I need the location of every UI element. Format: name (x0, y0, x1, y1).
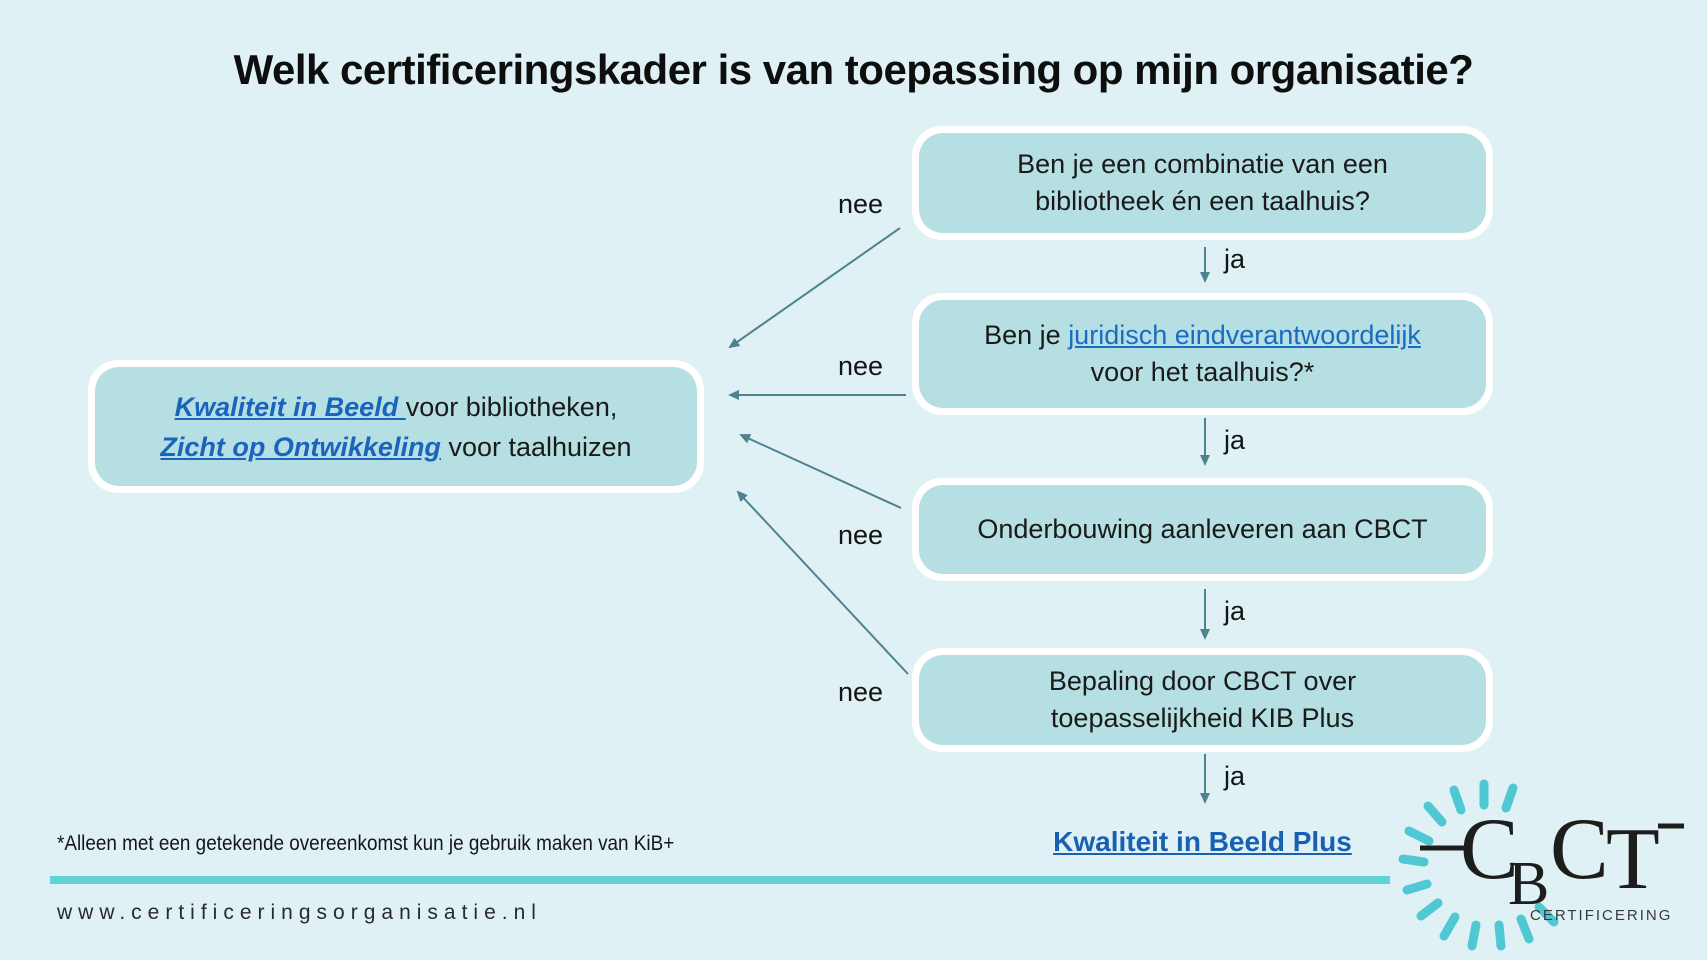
nee-arrow-1 (728, 227, 901, 349)
step-text: Bepaling door CBCT over (1048, 666, 1357, 696)
step-text: toepasselijkheid KIB Plus (1050, 703, 1355, 733)
nee-arrow-3 (739, 434, 902, 509)
nee-label-2: nee (838, 351, 884, 381)
question-box-combination: Ben je een combinatie van een bibliothee… (912, 126, 1493, 240)
step-box-bepaling-cbct: Bepaling door CBCT over toepasselijkheid… (912, 648, 1493, 752)
footnote: *Alleen met een getekende overeenkomst k… (57, 832, 675, 855)
kwaliteit-in-beeld-plus-link[interactable]: Kwaliteit in Beeld Plus (1053, 826, 1352, 857)
step-text: Onderbouwing aanleveren aan CBCT (977, 514, 1428, 544)
logo-letter-c2: C (1550, 801, 1609, 898)
ja-label-4: ja (1224, 761, 1246, 791)
nee-label-4: nee (838, 677, 884, 707)
cbct-logo: C B C T CERTIFICERING (1398, 779, 1684, 951)
ja-label-1: ja (1224, 244, 1246, 274)
step-box-onderbouwing: Onderbouwing aanleveren aan CBCT (912, 478, 1493, 581)
result-line: Zicht op Ontwikkeling voor taalhuizen (160, 427, 631, 467)
logo-letter-b: B (1508, 850, 1549, 918)
question-text: voor het taalhuis?* (1090, 357, 1315, 387)
logo-subtitle: CERTIFICERING (1530, 907, 1672, 924)
ja-label-3: ja (1224, 596, 1246, 626)
result-text: voor taalhuizen (440, 431, 632, 462)
logo-letter-c1: C (1460, 801, 1519, 898)
footer-divider (50, 876, 1390, 884)
result-text: voor bibliotheken, (405, 391, 618, 422)
logo-letter-t: T (1606, 811, 1660, 908)
ja-label-2: ja (1224, 425, 1246, 455)
question-text: bibliotheek én een taalhuis? (1035, 186, 1370, 216)
final-result: Kwaliteit in Beeld Plus (912, 826, 1493, 858)
question-text-prefix: Ben je (984, 320, 1069, 350)
question-text: Ben je juridisch eindverantwoordelijk (984, 317, 1421, 354)
zicht-op-ontwikkeling-link[interactable]: Zicht op Ontwikkeling (160, 431, 441, 462)
nee-label-3: nee (838, 520, 884, 550)
kwaliteit-in-beeld-link[interactable]: Kwaliteit in Beeld (174, 391, 406, 422)
website-url[interactable]: www.certificeringsorganisatie.nl (57, 901, 542, 924)
logo-wordmark: C B C T CERTIFICERING (1420, 801, 1684, 924)
juridisch-eindverantwoordelijk-link[interactable]: juridisch eindverantwoordelijk (1068, 320, 1421, 350)
page-title: Welk certificeringskader is van toepassi… (233, 46, 1474, 93)
result-line: Kwaliteit in Beeld voor bibliotheken, (175, 387, 618, 427)
result-box-kwaliteit-in-beeld: Kwaliteit in Beeld voor bibliotheken, Zi… (88, 360, 704, 493)
nee-label-1: nee (838, 189, 884, 219)
question-box-legal-responsibility: Ben je juridisch eindverantwoordelijk vo… (912, 293, 1493, 415)
logo-sunburst-icon (1398, 779, 1559, 951)
question-text: Ben je een combinatie van een (1017, 149, 1388, 179)
